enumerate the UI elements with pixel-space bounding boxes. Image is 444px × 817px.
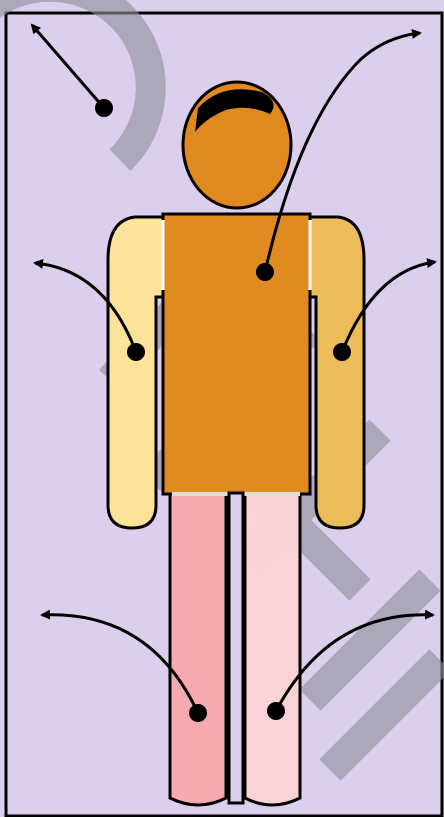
left-leg bbox=[170, 493, 226, 805]
torso-dot bbox=[256, 263, 274, 281]
leg-gap bbox=[229, 493, 243, 803]
right-arm-dot bbox=[333, 343, 351, 361]
left-arm-dot bbox=[127, 343, 145, 361]
left-leg-dot bbox=[189, 704, 207, 722]
left-arm bbox=[108, 217, 163, 528]
right-leg-dot bbox=[267, 702, 285, 720]
torso bbox=[163, 214, 310, 494]
head-dot bbox=[95, 99, 113, 117]
right-leg bbox=[245, 493, 300, 805]
right-arm bbox=[310, 217, 364, 528]
